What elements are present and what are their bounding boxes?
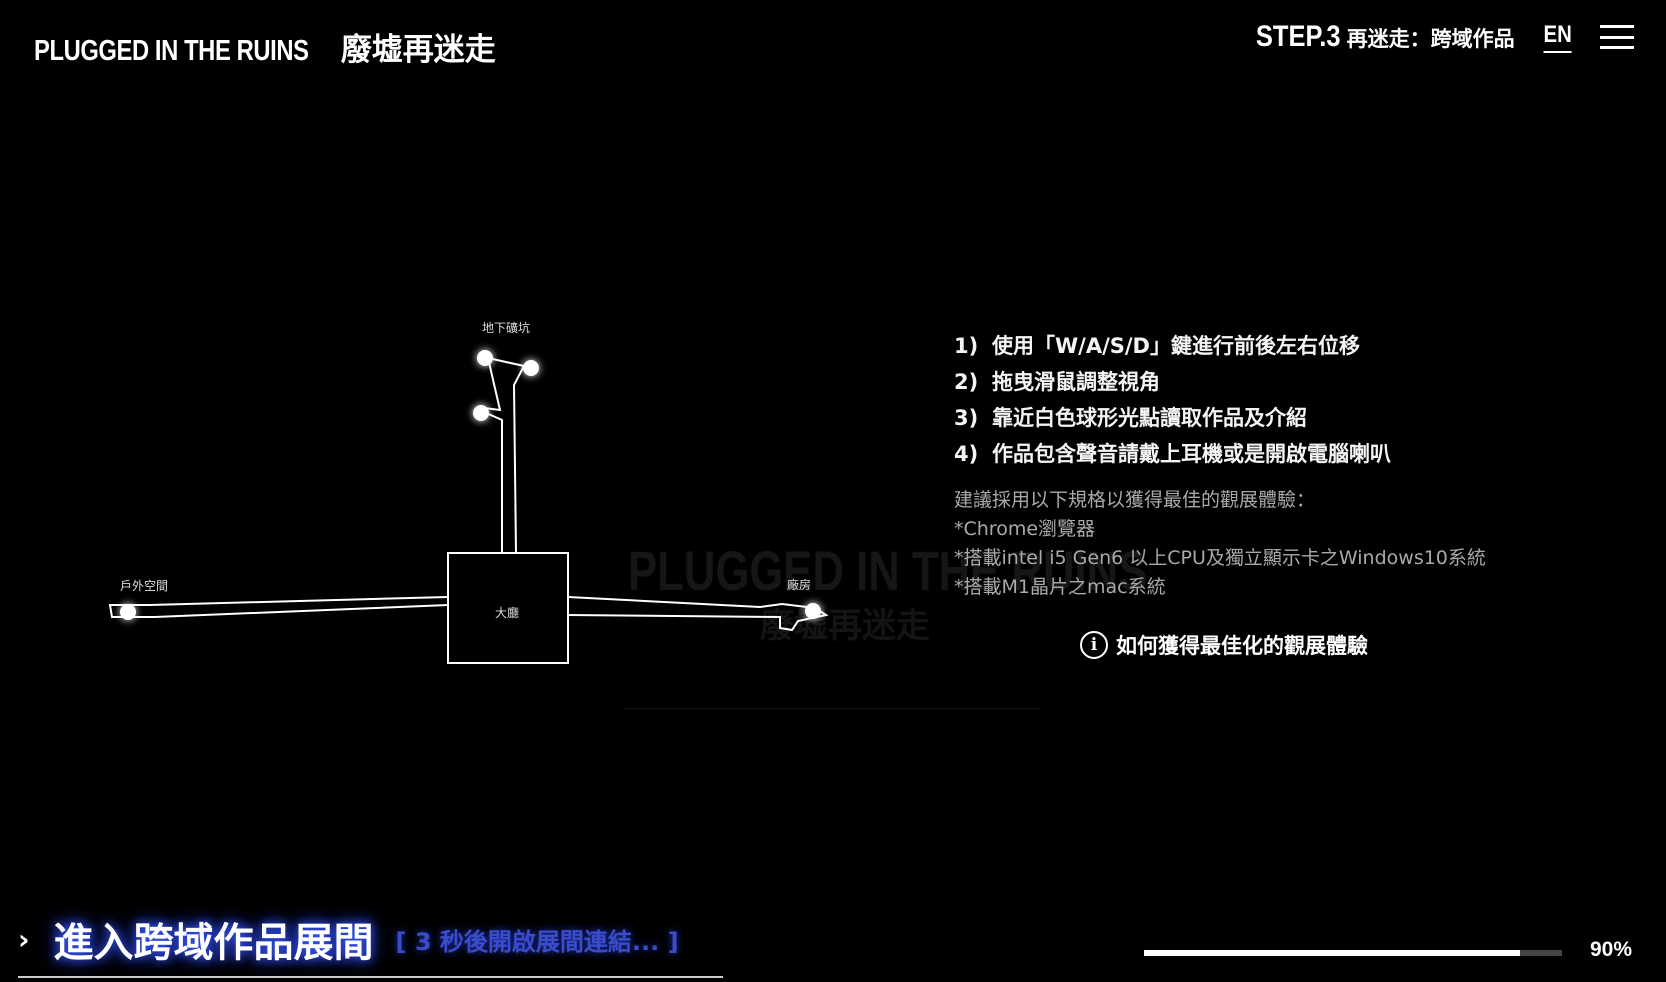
- spec-line: 建議採用以下規格以獲得最佳的觀展體驗：: [954, 489, 1316, 511]
- artwork-point-factory: [805, 603, 821, 619]
- artwork-point-mine-3: [473, 405, 489, 421]
- progress-percentage: 90%: [1589, 938, 1632, 961]
- step-title: STEP.3 再迷走：跨域作品: [1241, 20, 1515, 54]
- header-controls: STEP.3 再迷走：跨域作品 EN: [1241, 20, 1634, 54]
- instruction-item: 2) 拖曳滑鼠調整視角: [954, 370, 1160, 394]
- info-icon: i: [1080, 631, 1108, 659]
- watermark-divider: [624, 708, 1040, 709]
- watermark-logo-zh: 廢墟再迷走: [760, 606, 930, 646]
- site-logo[interactable]: PLUGGED IN THE RUINS 廢墟再迷走: [34, 24, 496, 69]
- map-label-factory: 廠房: [787, 578, 812, 592]
- mine-corridor: [483, 356, 526, 554]
- watermark-logo-en: PLUGGED IN THE RUINS: [628, 539, 1148, 602]
- spec-line: *Chrome瀏覽器: [954, 518, 1096, 540]
- logo-text-zh: 廢墟再迷走: [340, 32, 496, 68]
- enter-exhibition-title: 進入跨域作品展間: [53, 919, 374, 966]
- map-label-underground: 地下礦坑: [482, 321, 531, 335]
- chevron-right-icon: ›: [18, 922, 30, 956]
- system-requirements: 建議採用以下規格以獲得最佳的觀展體驗： *Chrome瀏覽器 *搭載intel …: [954, 486, 1486, 602]
- instruction-item: 3) 靠近白色球形光點讀取作品及介紹: [954, 406, 1307, 430]
- artwork-point-outdoor: [120, 604, 136, 620]
- outdoor-corridor: [108, 596, 449, 618]
- hall-room-outline: [447, 552, 569, 664]
- loading-progress-bar: [1144, 950, 1562, 956]
- countdown-text: [ 3 秒後開啟展間連結... ]: [395, 927, 679, 956]
- instruction-item: 1) 使用「W/A/S/D」鍵進行前後左右位移: [954, 334, 1360, 358]
- step-number: STEP.3: [1256, 20, 1341, 53]
- map-label-outdoor: 戶外空間: [120, 579, 169, 593]
- logo-text-en: PLUGGED IN THE RUINS: [34, 35, 309, 67]
- instruction-item: 4) 作品包含聲音請戴上耳機或是開啟電腦喇叭: [954, 442, 1391, 466]
- optimize-link-label: 如何獲得最佳化的觀展體驗: [1116, 634, 1368, 658]
- hamburger-menu-icon[interactable]: [1600, 25, 1634, 49]
- spec-line: *搭載M1晶片之mac系統: [954, 576, 1166, 598]
- step-label: 再迷走：跨域作品: [1346, 27, 1515, 51]
- map-label-hall: 大廳: [495, 606, 520, 620]
- optimize-experience-link[interactable]: i 如何獲得最佳化的觀展體驗: [1080, 630, 1368, 660]
- language-toggle-button[interactable]: EN: [1543, 21, 1572, 53]
- progress-fill: [1144, 950, 1521, 956]
- spec-line: *搭載intel i5 Gen6 以上CPU及獨立顯示卡之Windows10系統: [954, 547, 1486, 569]
- control-instructions: 1) 使用「W/A/S/D」鍵進行前後左右位移 2) 拖曳滑鼠調整視角 3) 靠…: [954, 328, 1486, 602]
- factory-corridor: [567, 596, 829, 632]
- artwork-point-mine-2: [523, 360, 539, 376]
- artwork-point-mine-1: [477, 350, 493, 366]
- enter-exhibition-button[interactable]: › 進入跨域作品展間 [ 3 秒後開啟展間連結... ]: [18, 910, 723, 978]
